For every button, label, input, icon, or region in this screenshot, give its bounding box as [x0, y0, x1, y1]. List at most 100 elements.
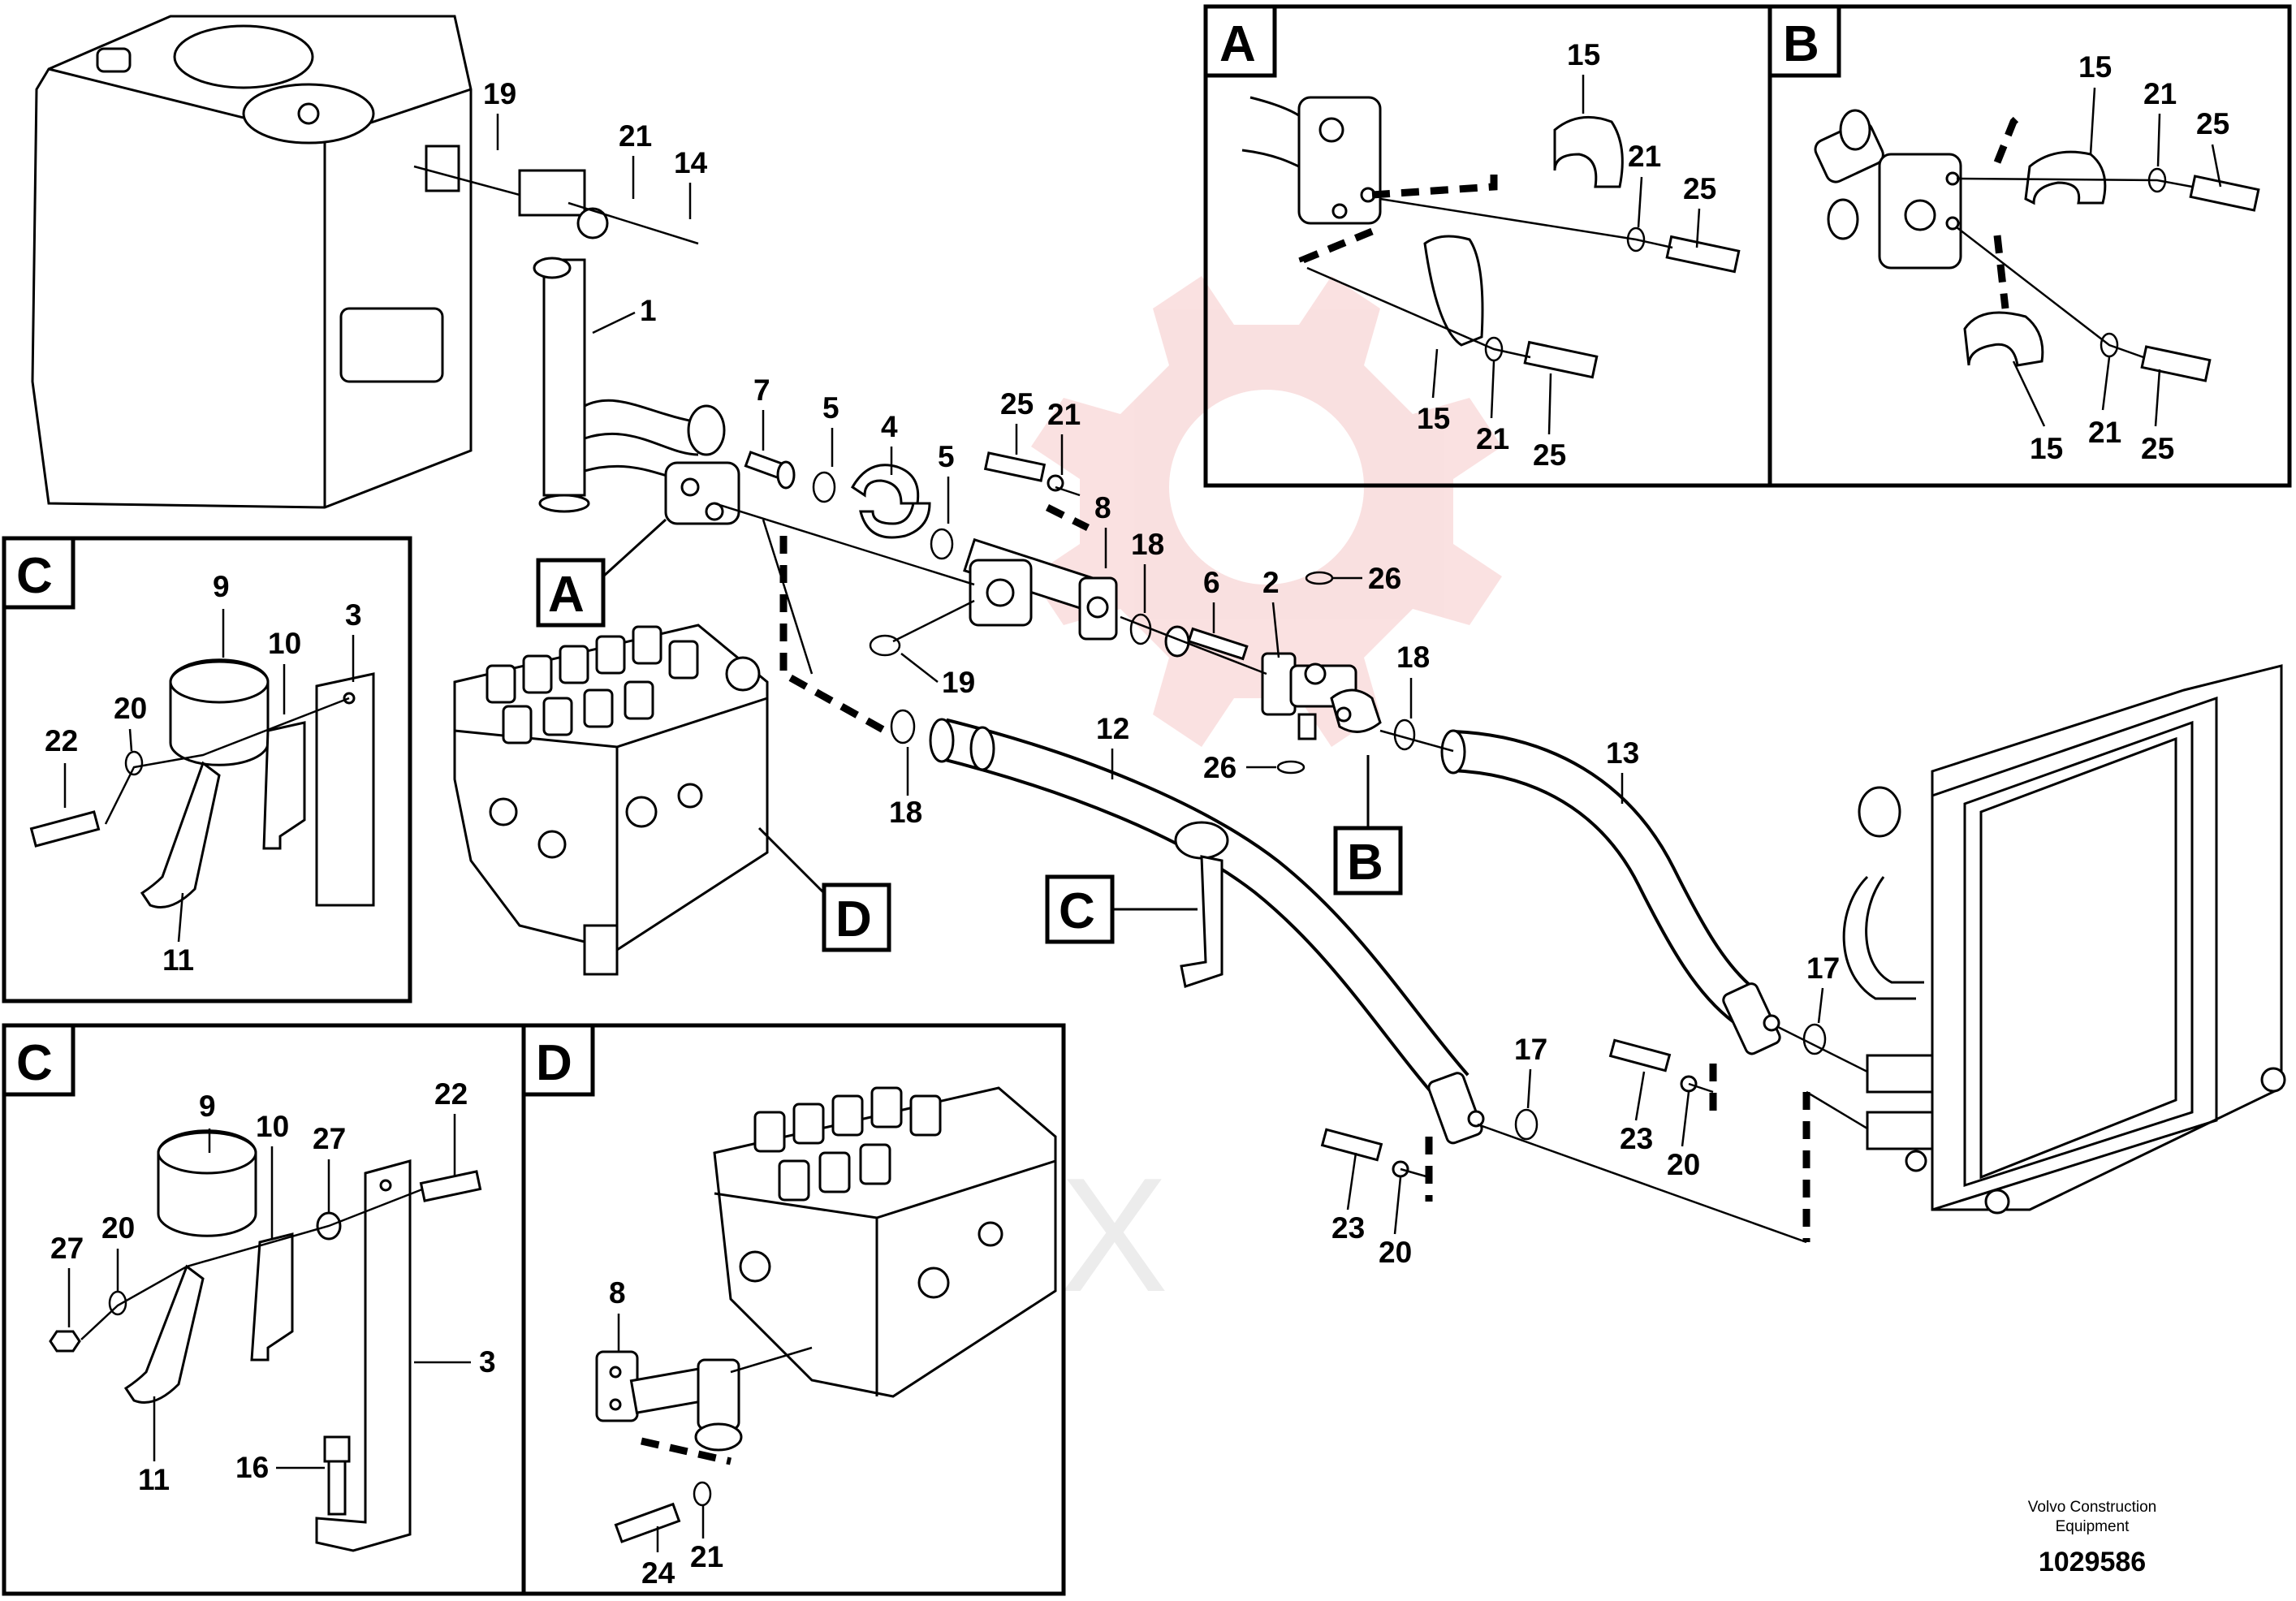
detail-d-label-21: 21: [690, 1540, 723, 1573]
o-ring-5b: [930, 528, 954, 560]
detail-a-label-15-top: 15: [1567, 38, 1600, 71]
control-valve-block: [453, 624, 769, 976]
assembly-thin-lines: [413, 165, 1868, 1244]
detail-c1-label-20: 20: [114, 692, 147, 725]
flange-a: [664, 461, 740, 525]
detail-c2-label-16: 16: [235, 1451, 269, 1484]
svg-text:A: A: [548, 567, 585, 623]
label-2: 2: [1262, 566, 1280, 599]
label-18-low: 18: [889, 796, 922, 829]
bolt-23-left: [1320, 1128, 1409, 1178]
o-ring-5a: [812, 471, 836, 503]
detail-c1-label-10: 10: [268, 627, 301, 660]
detail-view-c-upper: C 9 10 3 20 22 11: [2, 536, 412, 1003]
label-20-left: 20: [1379, 1236, 1412, 1269]
detail-d-tube-8: [595, 1350, 743, 1452]
svg-text:D: D: [536, 1035, 572, 1091]
detail-c1-label-9: 9: [213, 570, 230, 603]
o-ring-18-left: [890, 709, 916, 744]
svg-text:B: B: [1347, 835, 1383, 891]
suction-pipe: [518, 169, 726, 513]
tube-8: [963, 537, 1118, 641]
label-1: 1: [640, 294, 657, 327]
split-clamp-4: [851, 464, 931, 539]
hydraulic-tank: [31, 15, 473, 509]
detail-b-label-25-top: 25: [2196, 107, 2229, 140]
label-23-right: 23: [1620, 1122, 1653, 1155]
hose-13: [1440, 729, 1781, 1055]
detail-c2-label-11: 11: [138, 1463, 170, 1496]
footer-maker-line-1: Volvo Construction: [2028, 1499, 2156, 1516]
label-7: 7: [753, 373, 770, 407]
svg-text:B: B: [1783, 16, 1819, 72]
label-19-top: 19: [483, 77, 516, 110]
detail-view-a: A 15 21 25 15 21 25: [1203, 4, 1772, 488]
label-6: 6: [1203, 566, 1220, 599]
detail-c2-label-10: 10: [256, 1110, 289, 1143]
o-ring-17-left: [1514, 1108, 1539, 1141]
detail-a-label-21-bottom: 21: [1476, 422, 1509, 455]
callout-a-main: A: [536, 518, 667, 628]
detail-d-label-8: 8: [609, 1276, 626, 1310]
bolt-25-top: [983, 451, 1064, 492]
label-26-top: 26: [1368, 562, 1401, 595]
flange-clamp-b: [1330, 688, 1382, 733]
label-18-right: 18: [1396, 641, 1430, 674]
detail-b-label-21-top: 21: [2143, 77, 2177, 110]
detail-c2-label-27-left: 27: [50, 1232, 84, 1265]
label-19-mid: 19: [942, 666, 975, 699]
footer-maker-line-2: Equipment: [2056, 1518, 2130, 1535]
valve-solenoids: [486, 625, 699, 744]
hose-12: [929, 718, 1485, 1145]
label-23-left: 23: [1331, 1211, 1365, 1245]
label-14: 14: [674, 146, 708, 179]
detail-b-label-21-bottom: 21: [2088, 416, 2121, 449]
detail-c2-label-9: 9: [199, 1090, 216, 1123]
label-13: 13: [1606, 736, 1639, 770]
label-17-left: 17: [1514, 1033, 1547, 1066]
detail-c2-label-3: 3: [479, 1345, 496, 1379]
o-ring-26-bottom: [1276, 760, 1306, 775]
callout-d-main: D: [757, 826, 891, 952]
detail-c1-label-22: 22: [45, 724, 78, 757]
detail-b-label-25-bottom: 25: [2141, 432, 2174, 465]
label-8: 8: [1094, 491, 1111, 524]
main-part-labels: 19 21 14 1 7 5 4 5 25 21 8 18 6 2 26 19 …: [483, 77, 1840, 1269]
hose-clamp-c: [1174, 821, 1229, 988]
detail-a-label-25-bottom: 25: [1533, 438, 1566, 472]
svg-text:C: C: [16, 1035, 53, 1091]
detail-c1-label-11: 11: [162, 943, 194, 977]
oil-cooler: [1842, 664, 2286, 1215]
label-4: 4: [881, 410, 898, 443]
callout-c-main: C: [1045, 874, 1198, 944]
detail-d-bolt-24: [614, 1481, 712, 1543]
label-5b: 5: [938, 440, 955, 473]
fitting-7: [744, 451, 796, 490]
drawing-number: 1029586: [2039, 1547, 2146, 1577]
main-leader-lines: [496, 114, 1824, 1235]
detail-view-d: D: [521, 1023, 1066, 1596]
detail-view-b: B 15 21 25 15 21 25: [1767, 4, 2292, 488]
detail-view-c-lower: C 9 10 27 22 20 27 3 16 11: [2, 1023, 526, 1596]
label-5a: 5: [822, 391, 839, 425]
svg-text:C: C: [1059, 883, 1095, 939]
detail-d-label-24: 24: [641, 1556, 675, 1590]
footer-block: Volvo Construction Equipment 1029586: [2028, 1499, 2156, 1577]
detail-a-label-25-top: 25: [1683, 172, 1716, 205]
label-26-bottom: 26: [1203, 751, 1236, 784]
adapter-block-2: [1261, 652, 1357, 740]
detail-b-label-15-bottom: 15: [2030, 432, 2063, 465]
callout-b-main: B: [1333, 755, 1403, 895]
detail-a-label-15-bottom: 15: [1417, 402, 1450, 435]
label-12: 12: [1096, 712, 1129, 745]
label-20-right: 20: [1667, 1148, 1700, 1181]
fitting-6: [1164, 625, 1249, 661]
label-18-top: 18: [1131, 528, 1164, 561]
label-21-top: 21: [619, 119, 652, 153]
svg-text:D: D: [835, 891, 872, 947]
detail-a-label-21-top: 21: [1628, 140, 1661, 173]
svg-text:A: A: [1219, 16, 1256, 72]
detail-c2-label-22: 22: [434, 1077, 468, 1111]
detail-c2-label-20: 20: [101, 1211, 135, 1245]
